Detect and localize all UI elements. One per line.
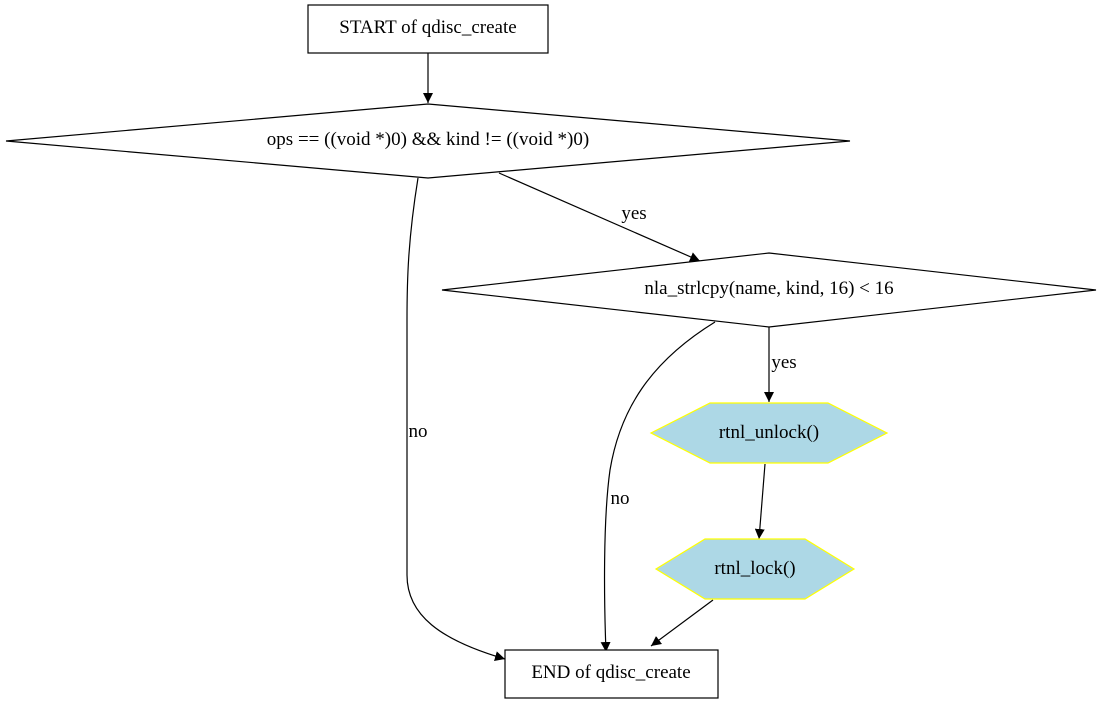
edges [406,53,774,661]
node-lock-hexagon [654,538,856,600]
node-unlock-hexagon [649,402,889,464]
edge-label-cond2-yes: yes [771,352,796,373]
node-cond1-label: ops == ((void *)0) && kind != ((void *)0… [267,129,589,150]
node-start: START of qdisc_create [307,4,549,54]
node-end-box [504,649,719,699]
edge-label-cond2-no: no [611,488,630,509]
edge-lock-to-end [650,599,714,647]
node-cond2: nla_strlcpy(name, kind, 16) < 16 [441,252,1097,328]
node-cond2-diamond [441,252,1097,328]
node-lock-label: rtnl_lock() [714,558,795,579]
node-start-label: START of qdisc_create [339,17,516,38]
node-unlock: rtnl_unlock() [649,402,889,464]
node-cond2-label: nla_strlcpy(name, kind, 16) < 16 [644,278,893,299]
node-cond1-diamond [5,103,851,179]
node-lock: rtnl_lock() [654,538,856,600]
node-start-box [307,4,549,54]
node-end: END of qdisc_create [504,649,719,699]
edge-label-cond1-no: no [409,421,428,442]
node-unlock-label: rtnl_unlock() [719,422,819,443]
node-end-label: END of qdisc_create [531,662,690,683]
node-cond1: ops == ((void *)0) && kind != ((void *)0… [5,103,851,179]
edge-cond1-yes-to-cond2 [498,172,701,262]
edge-cond2-no-to-end [600,321,716,653]
edge-label-cond1-yes: yes [621,203,646,224]
edge-unlock-to-lock [754,463,766,540]
edge-cond1-no-to-end [406,177,506,661]
